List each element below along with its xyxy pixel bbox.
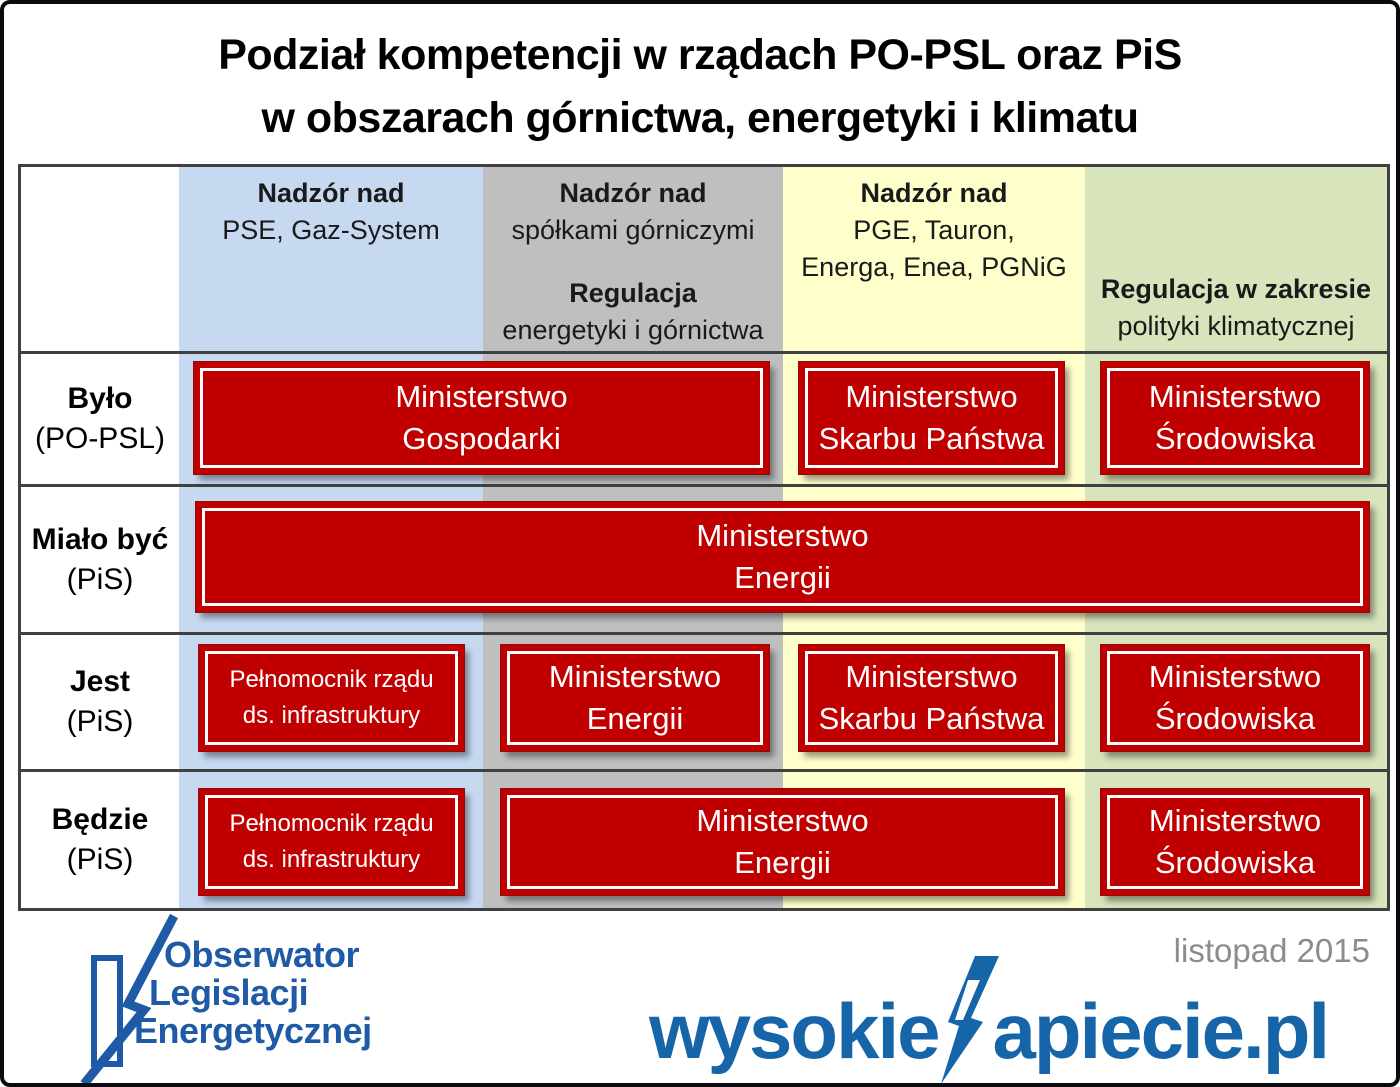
row-label-bylo: Było (PO-PSL) [21, 354, 179, 484]
lightning-bolt-icon [940, 956, 999, 1083]
row-label-text: Było [67, 382, 133, 415]
box-ministerstwo-energii: Ministerstwo Energii [501, 789, 1064, 895]
observer-logo: Obserwator Legislacji Energetycznej [56, 912, 456, 1083]
row-label-party: (PiS) [66, 705, 134, 738]
row-label-party: (PO-PSL) [34, 422, 166, 455]
box-text: Ministerstwo [1148, 659, 1322, 694]
row-label-text: Miało być [31, 522, 169, 556]
header-bold-text: Regulacja w zakresie [1100, 274, 1372, 304]
box-text: Ministerstwo [395, 379, 568, 414]
logo-line: Legislacji [149, 972, 309, 1013]
box-text: Środowiska [1154, 845, 1316, 880]
row-label-text: Jest [69, 665, 131, 698]
box-text: Gospodarki [402, 421, 561, 456]
box-text: Ministerstwo [548, 659, 722, 694]
header-bold-text: Nadzór nad [860, 178, 1008, 208]
column-header-climate: Regulacja w zakresie polityki klimatyczn… [1085, 167, 1387, 351]
box-ministerstwo-srodowiska: Ministerstwo Środowiska [1101, 645, 1369, 751]
header-text: spółkami górniczymi [511, 215, 755, 245]
box-text: Energii [586, 701, 684, 736]
box-text: ds. infrastruktury [242, 846, 421, 873]
row-label-jest: Jest (PiS) [21, 635, 179, 769]
box-text: Ministerstwo [1148, 803, 1322, 838]
row-divider [21, 484, 1387, 487]
wysokienapiecie-logo: wysokie apiecie.pl [649, 956, 1330, 1083]
box-ministerstwo-energii: Ministerstwo Energii [501, 645, 769, 751]
box-text: Pełnomocnik rządu [229, 666, 434, 693]
page-title: Podział kompetencji w rządach PO-PSL ora… [4, 24, 1396, 150]
site-text-left: wysokie [649, 987, 941, 1075]
header-text: Energa, Enea, PGNiG [801, 252, 1067, 282]
row-label-text: Będzie [51, 803, 149, 836]
logo-line: Obserwator [164, 934, 360, 975]
box-text: Ministerstwo [696, 518, 869, 553]
competency-table: Nadzór nad PSE, Gaz-System Nadzór nad sp… [18, 164, 1390, 911]
box-text: Skarbu Państwa [818, 701, 1045, 736]
row-divider [21, 769, 1387, 772]
header-bold-text: Nadzór nad [559, 178, 707, 208]
box-ministerstwo-srodowiska: Ministerstwo Środowiska [1101, 789, 1369, 895]
header-bold-text: Nadzór nad [257, 178, 405, 208]
box-text: Ministerstwo [1148, 379, 1322, 414]
spacer [483, 249, 783, 275]
column-header-utilities: Nadzór nad PGE, Tauron, Energa, Enea, PG… [783, 175, 1085, 286]
box-text: Energii [734, 560, 831, 595]
box-ministerstwo-srodowiska: Ministerstwo Środowiska [1101, 362, 1369, 474]
box-pelnomocnik-rzadu: Pełnomocnik rządu ds. infrastruktury [199, 645, 464, 751]
row-label-bedzie: Będzie (PiS) [21, 772, 179, 908]
site-text-right: apiecie.pl [992, 987, 1330, 1075]
header-text: energetyki i górnictwa [502, 315, 764, 345]
date-label: listopad 2015 [1173, 932, 1370, 969]
box-text: Ministerstwo [845, 659, 1018, 694]
logo-line: Energetycznej [134, 1010, 372, 1051]
row-label-party: (PiS) [66, 562, 134, 596]
header-text: PSE, Gaz-System [222, 215, 440, 245]
row-divider [21, 632, 1387, 635]
box-text: ds. infrastruktury [242, 702, 421, 729]
box-text: Skarbu Państwa [818, 421, 1045, 456]
box-text: Pełnomocnik rządu [229, 810, 434, 837]
box-text: Energii [734, 845, 831, 880]
box-ministerstwo-energii: Ministerstwo Energii [196, 502, 1369, 612]
box-ministerstwo-skarbu-panstwa: Ministerstwo Skarbu Państwa [799, 645, 1064, 751]
box-text: Ministerstwo [696, 803, 869, 838]
header-text: polityki klimatycznej [1117, 311, 1355, 341]
box-text: Środowiska [1154, 701, 1316, 736]
page-title-line1: Podział kompetencji w rządach PO-PSL ora… [218, 31, 1182, 79]
box-text: Ministerstwo [845, 379, 1018, 414]
row-divider [21, 351, 1387, 354]
box-pelnomocnik-rzadu: Pełnomocnik rządu ds. infrastruktury [199, 789, 464, 895]
header-bold-text: Regulacja [569, 278, 697, 308]
column-header-pse-gaz: Nadzór nad PSE, Gaz-System [179, 175, 483, 249]
header-text: PGE, Tauron, [853, 215, 1015, 245]
box-ministerstwo-skarbu-panstwa: Ministerstwo Skarbu Państwa [799, 362, 1064, 474]
observer-logo-text: Obserwator Legislacji Energetycznej [134, 936, 372, 1050]
row-label-mialo-byc: Miało być (PiS) [21, 487, 179, 632]
page-title-line2: w obszarach górnictwa, energetyki i klim… [261, 94, 1140, 142]
lightning-n-icon [80, 913, 178, 1083]
column-header-mining: Nadzór nad spółkami górniczymi Regulacja… [483, 175, 783, 349]
box-text: Środowiska [1154, 421, 1316, 456]
row-label-party: (PiS) [66, 843, 134, 876]
box-ministerstwo-gospodarki: Ministerstwo Gospodarki [194, 362, 769, 474]
